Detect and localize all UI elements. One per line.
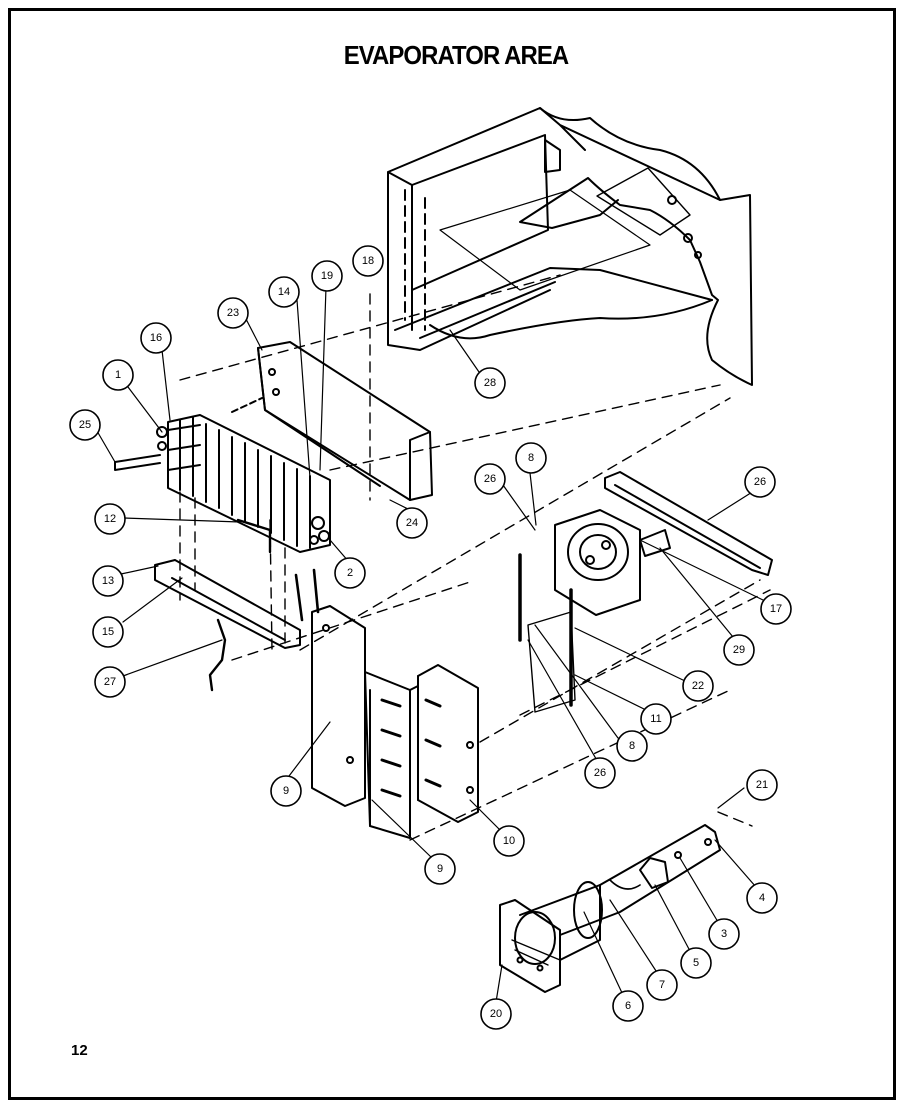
diagram-title: EVAPORATOR AREA — [343, 40, 569, 70]
svg-text:11: 11 — [650, 713, 661, 725]
callout-26-lower: 26 — [584, 757, 616, 789]
svg-text:16: 16 — [150, 332, 162, 344]
svg-text:26: 26 — [754, 476, 766, 488]
callout-20: 20 — [480, 998, 512, 1030]
svg-text:9: 9 — [283, 785, 289, 797]
callout-10: 10 — [493, 825, 525, 857]
svg-text:27: 27 — [104, 676, 116, 688]
svg-text:13: 13 — [102, 575, 114, 587]
svg-text:9: 9 — [437, 863, 443, 875]
callout-16: 16 — [140, 322, 172, 354]
cabinet-liner — [387, 107, 753, 386]
svg-text:15: 15 — [102, 626, 114, 638]
svg-text:8: 8 — [629, 740, 635, 752]
evaporator-coil — [114, 414, 331, 554]
svg-text:12: 12 — [104, 513, 116, 525]
callout-22: 22 — [682, 670, 714, 702]
svg-text:4: 4 — [759, 892, 765, 904]
svg-text:17: 17 — [770, 603, 782, 615]
svg-text:26: 26 — [594, 767, 606, 779]
callout-26-right: 26 — [744, 466, 776, 498]
callout-28: 28 — [474, 367, 506, 399]
svg-text:26: 26 — [484, 473, 496, 485]
callout-27: 27 — [94, 666, 126, 698]
svg-text:18: 18 — [362, 255, 374, 267]
callout-6: 6 — [612, 990, 644, 1022]
callout-5: 5 — [680, 947, 712, 979]
callout-1: 1 — [102, 359, 134, 391]
page-number: 12 — [71, 1042, 88, 1059]
svg-text:22: 22 — [692, 680, 704, 692]
callout-26-left: 26 — [474, 463, 506, 495]
callout-3: 3 — [708, 918, 740, 950]
evaporator-cover — [231, 341, 433, 501]
svg-text:25: 25 — [79, 419, 91, 431]
callout-leader-lines — [96, 286, 764, 1003]
svg-text:8: 8 — [528, 452, 534, 464]
callout-8-lower: 8 — [616, 730, 648, 762]
fan-bracket-assembly — [518, 471, 773, 713]
callout-4: 4 — [746, 882, 778, 914]
callout-14: 14 — [268, 276, 300, 308]
callout-17: 17 — [760, 593, 792, 625]
callout-23: 23 — [217, 297, 249, 329]
svg-text:21: 21 — [756, 779, 768, 791]
svg-text:5: 5 — [693, 957, 699, 969]
callouts: 1 2 3 4 5 6 7 8 8 9 9 10 11 12 13 14 15 … — [69, 245, 792, 1030]
svg-text:20: 20 — [490, 1008, 502, 1020]
page-border — [8, 8, 896, 1100]
callout-13: 13 — [92, 565, 124, 597]
svg-text:1: 1 — [115, 369, 121, 381]
svg-text:2: 2 — [347, 567, 353, 579]
svg-text:14: 14 — [278, 286, 290, 298]
callout-15: 15 — [92, 616, 124, 648]
fan-motor-assembly — [499, 824, 721, 993]
svg-text:7: 7 — [659, 979, 665, 991]
callout-2: 2 — [334, 557, 366, 589]
callout-8-top: 8 — [515, 442, 547, 474]
callout-21: 21 — [746, 769, 778, 801]
callout-25: 25 — [69, 409, 101, 441]
svg-text:6: 6 — [625, 1000, 631, 1012]
svg-text:28: 28 — [484, 377, 496, 389]
callout-18: 18 — [352, 245, 384, 277]
assembly-guide-lines — [179, 274, 771, 841]
callout-9-left: 9 — [270, 775, 302, 807]
svg-text:3: 3 — [721, 928, 727, 940]
callout-29: 29 — [723, 634, 755, 666]
callout-12: 12 — [94, 503, 126, 535]
callout-24: 24 — [396, 507, 428, 539]
callout-7: 7 — [646, 969, 678, 1001]
svg-text:19: 19 — [321, 270, 333, 282]
svg-text:24: 24 — [406, 517, 418, 529]
svg-text:23: 23 — [227, 307, 239, 319]
callout-9-lower: 9 — [424, 853, 456, 885]
callout-11: 11 — [640, 703, 672, 735]
svg-text:29: 29 — [733, 644, 745, 656]
evaporator-back-panels — [311, 605, 479, 839]
svg-text:10: 10 — [503, 835, 515, 847]
drain-trough — [154, 559, 320, 692]
callout-19: 19 — [311, 260, 343, 292]
